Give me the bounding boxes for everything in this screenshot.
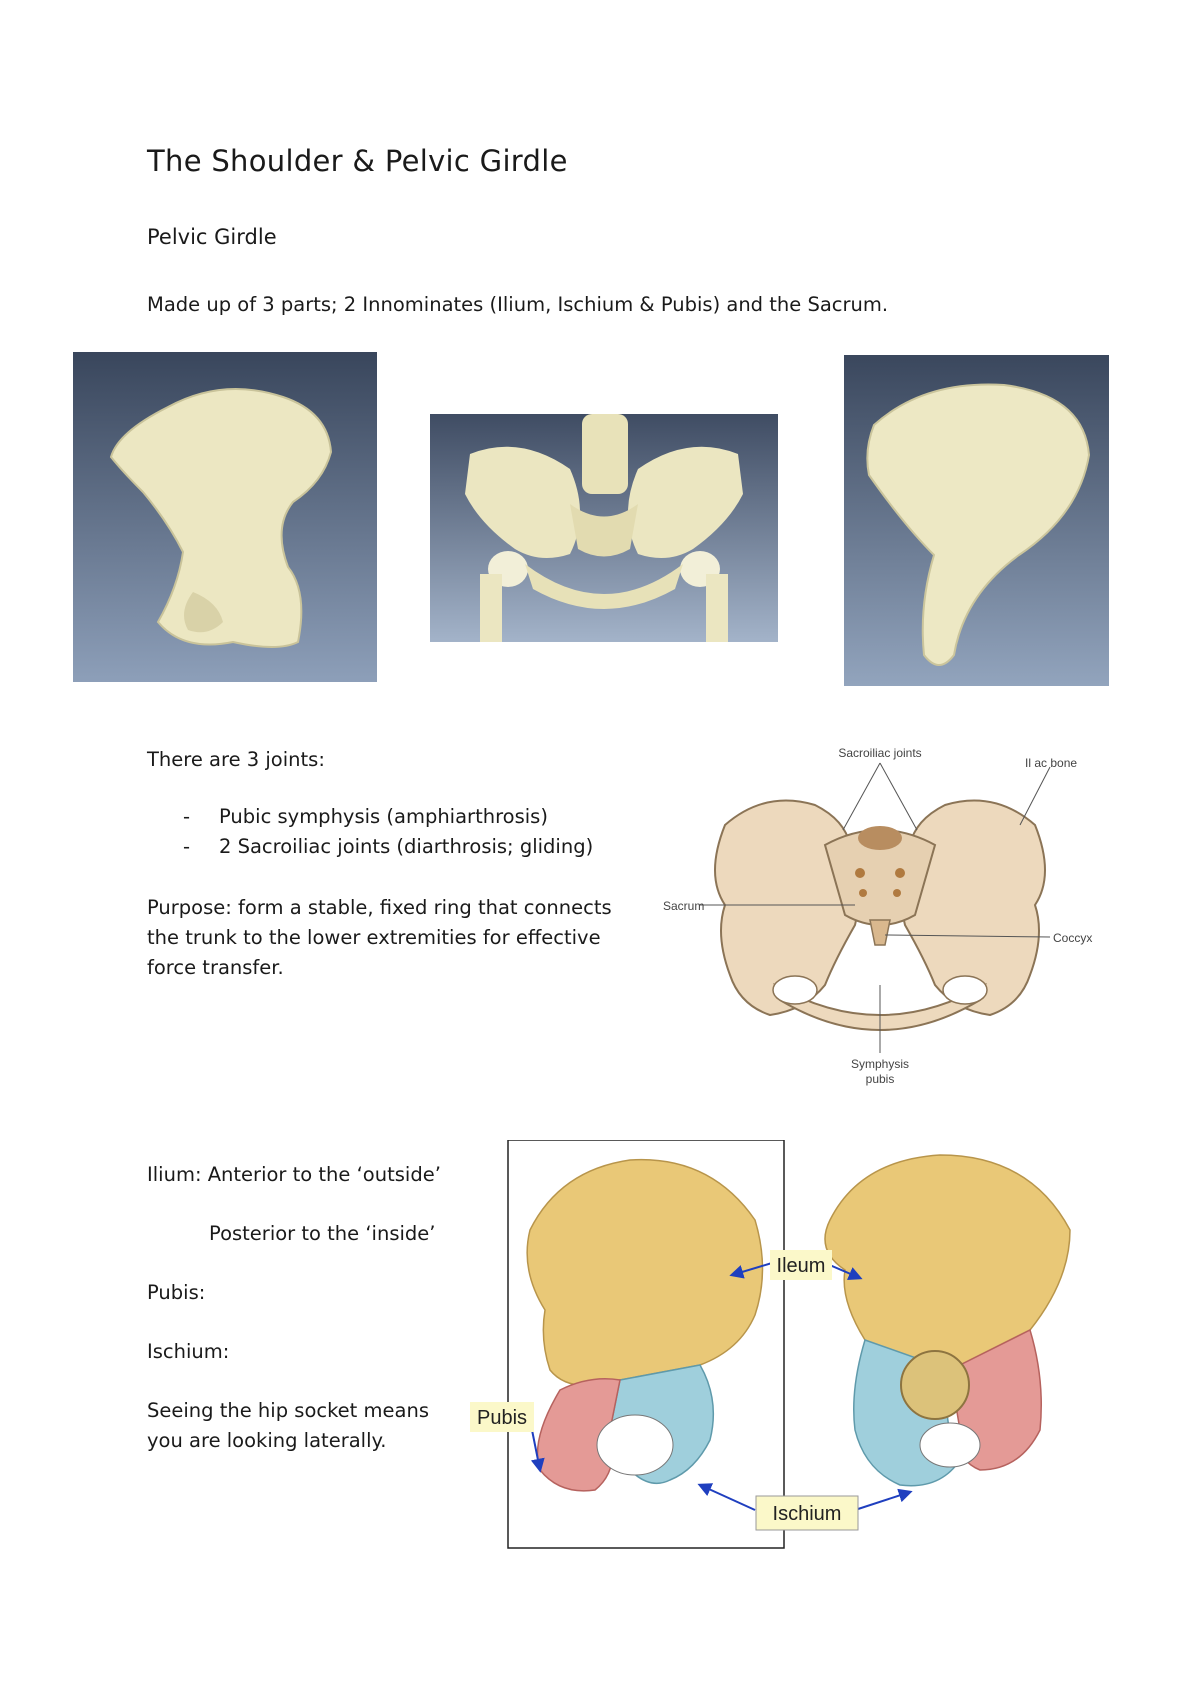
purpose-text: Purpose: form a stable, fixed ring that … — [147, 893, 617, 983]
ileum-label: Ileum — [777, 1255, 826, 1277]
ilium-line2: Posterior to the ‘inside’ — [209, 1222, 436, 1245]
iliac-bone-label: Il ac bone — [1025, 756, 1077, 770]
sacroiliac-label: Sacroiliac joints — [838, 746, 921, 760]
socket-line1: Seeing the hip socket means — [147, 1399, 429, 1422]
sacrum-label: Sacrum — [663, 899, 704, 913]
pubis-label: Pubis — [477, 1407, 527, 1429]
purpose-line: force transfer. — [147, 956, 284, 979]
coccyx-label: Coccyx — [1053, 931, 1092, 945]
joints-heading: There are 3 joints: — [147, 748, 325, 771]
list-item: Pubic symphysis (amphiarthrosis) — [183, 802, 593, 832]
parts-text: Ilium: Anterior to the ‘outside’ Posteri… — [147, 1160, 441, 1485]
purpose-line: Purpose: form a stable, fixed ring that … — [147, 896, 612, 919]
ilium-line1: Ilium: Anterior to the ‘outside’ — [147, 1163, 441, 1186]
pelvis-front-photo — [430, 414, 778, 642]
intro-text: Made up of 3 parts; 2 Innominates (Ilium… — [147, 293, 889, 316]
purpose-line: the trunk to the lower extremities for e… — [147, 926, 601, 949]
ischium-label: Ischium — [773, 1503, 842, 1525]
list-item: 2 Sacroiliac joints (diarthrosis; glidin… — [183, 832, 593, 862]
section-heading: Pelvic Girdle — [147, 225, 277, 249]
hip-bone-diagram: Ileum Pubis Ischium — [470, 1139, 1100, 1550]
innominate-medial-photo — [844, 355, 1109, 686]
pelvis-joints-diagram: Sacroiliac joints Il ac bone Sacrum Cocc… — [655, 735, 1105, 1095]
symphysis-label-line1: Symphysis — [851, 1057, 909, 1071]
innominate-lateral-photo — [73, 352, 377, 682]
pubis-text: Pubis: — [147, 1281, 206, 1304]
ischium-text: Ischium: — [147, 1340, 230, 1363]
page-title: The Shoulder & Pelvic Girdle — [147, 144, 568, 178]
socket-line2: you are looking laterally. — [147, 1429, 387, 1452]
joints-list: Pubic symphysis (amphiarthrosis) 2 Sacro… — [183, 802, 593, 862]
symphysis-label-line2: pubis — [866, 1072, 895, 1086]
